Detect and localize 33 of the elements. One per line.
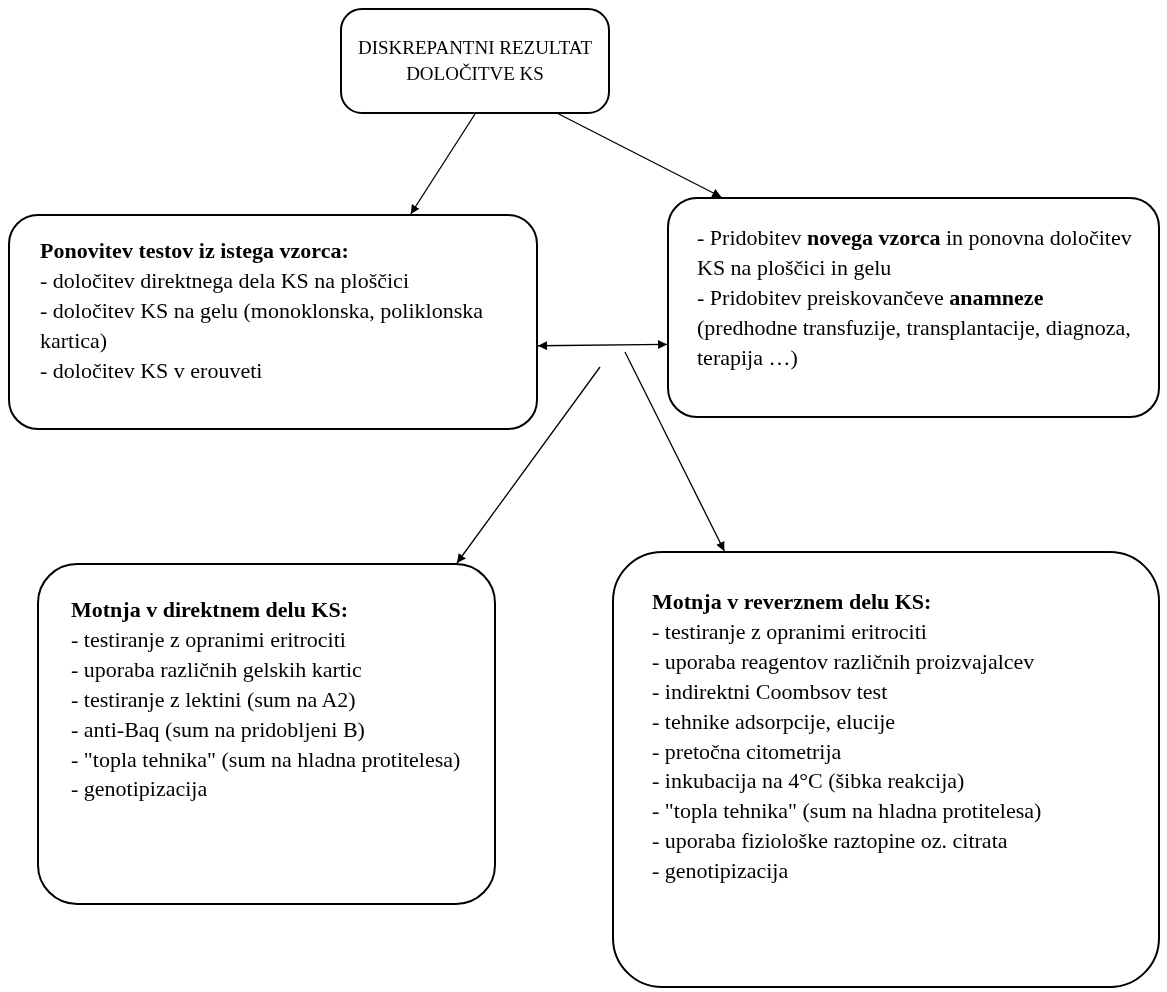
process-box [8, 214, 538, 430]
box-title: DISKREPANTNI REZULTAT DOLOČITVE KS [356, 36, 594, 86]
list-item: - uporaba fiziološke raztopine oz. citrata [652, 827, 1009, 856]
arrow [624, 351, 725, 552]
box-heading: Ponovitev testov iz istega vzorca: [40, 237, 350, 265]
list-item: - Pridobitev preiskovančeve anamneze (predhodne transfuzije, transplantacije, diagnoza, terapija …) [697, 283, 1132, 372]
list-item: - "topla tehnika" (sum na hladna protitelesa) [652, 797, 1043, 826]
list-item: - indirektni Coombsov test [652, 677, 889, 706]
list-item: - testiranje z lektini (sum na A2) [71, 685, 357, 714]
list-item: - določitev KS na gelu (monoklonska, poliklonska kartica) [40, 296, 484, 355]
list-item: - tehnike adsorpcije, elucije [652, 707, 897, 736]
arrow [558, 113, 722, 198]
box-heading: Motnja v reverznem delu KS: [652, 588, 933, 616]
start-box [340, 8, 610, 114]
list-item: - pretočna citometrija [652, 737, 843, 766]
list-item: - testiranje z opranimi eritrociti [652, 617, 928, 646]
list-item: - genotipizacija [71, 775, 209, 804]
list-item: - inkubacija na 4°C (šibka reakcija) [652, 767, 966, 796]
box-heading: Motnja v direktnem delu KS: [71, 596, 350, 624]
process-box [612, 551, 1160, 988]
process-box [667, 197, 1160, 418]
list-item: - genotipizacija [652, 857, 790, 886]
list-item: - testiranje z opranimi eritrociti [71, 625, 347, 654]
process-box [37, 563, 496, 905]
list-item: - določitev direktnega dela KS na ploščici [40, 266, 410, 295]
arrow [456, 366, 601, 564]
list-item: - "topla tehnika" (sum na hladna protitelesa) [71, 745, 462, 774]
list-item: - anti-Baq (sum na pridobljeni B) [71, 715, 366, 744]
list-item: - uporaba reagentov različnih proizvajalcev [652, 647, 1036, 676]
arrow [410, 113, 476, 215]
arrow [537, 340, 668, 351]
list-item: - določitev KS v erouveti [40, 356, 264, 385]
list-item: - uporaba različnih gelskih kartic [71, 655, 363, 684]
